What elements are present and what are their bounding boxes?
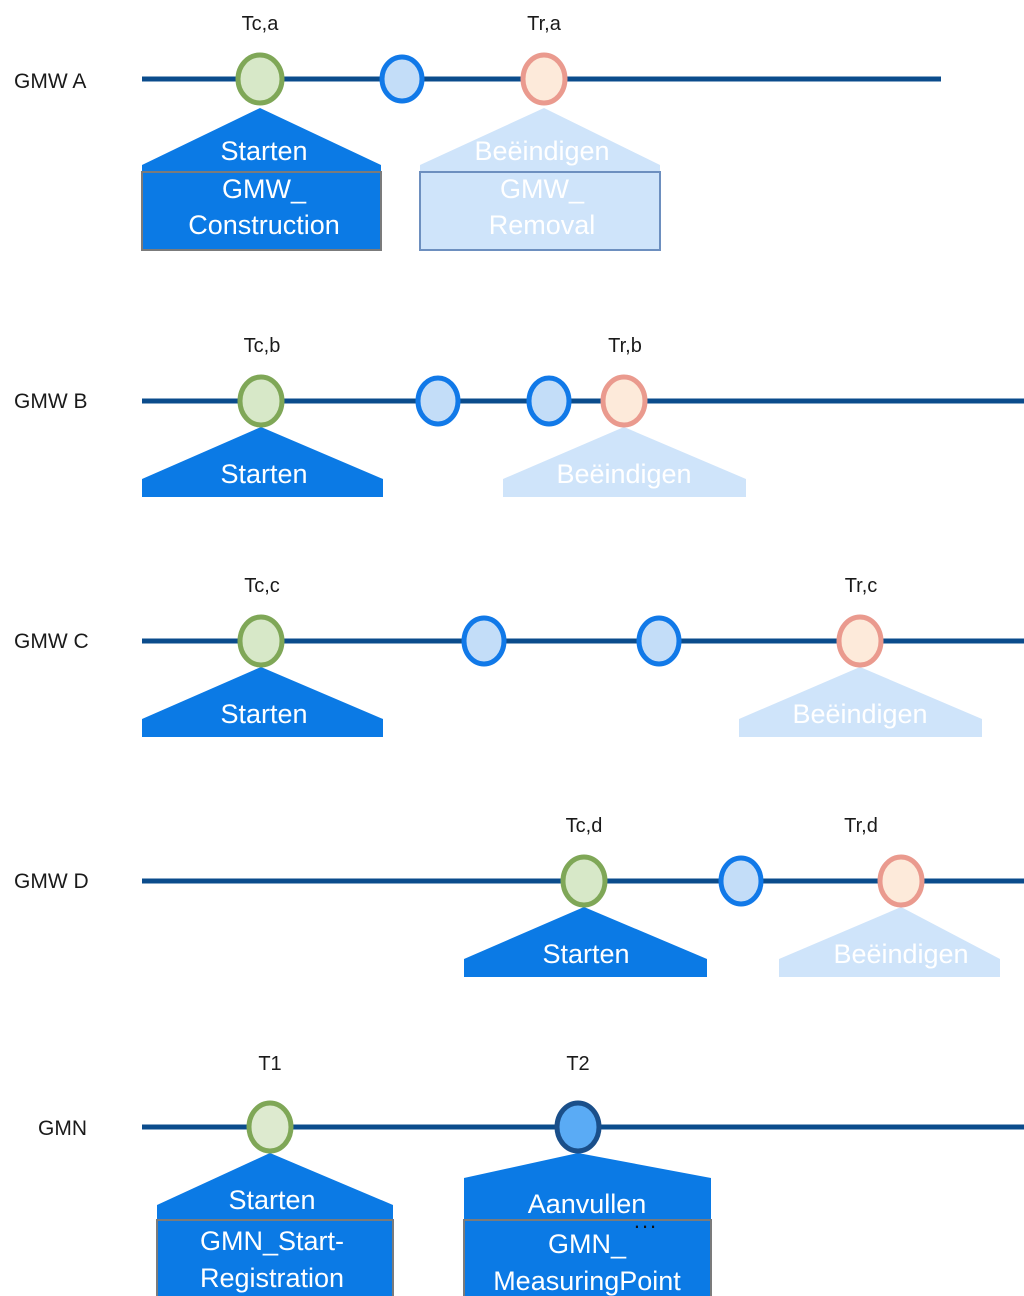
- tick-label-tr-c: Tr,c: [845, 575, 878, 597]
- pentagon-solid: [142, 667, 383, 737]
- event-box: [463, 1219, 712, 1296]
- row-gmw-b: GMW B Tc,b Tr,b Starten Beëindigen: [14, 335, 1024, 497]
- pentagon-light: [779, 907, 1000, 977]
- pentagon-solid: [464, 907, 707, 977]
- event-box: [156, 1219, 394, 1296]
- event-shape-gmn-startregistration[interactable]: Starten GMN_Start- Registration: [156, 1153, 394, 1296]
- tick-label-tr-d: Tr,d: [844, 815, 878, 837]
- marker-salmon-icon[interactable]: [600, 374, 648, 428]
- event-shape-gmw-removal[interactable]: Beëindigen GMW_ Removal: [419, 108, 661, 251]
- marker-blue-icon[interactable]: [461, 615, 507, 667]
- marker-blue-icon[interactable]: [379, 54, 425, 104]
- tick-label-tr-b: Tr,b: [608, 335, 642, 357]
- event-headline: Starten: [220, 136, 307, 166]
- event-shape-gmw-construction[interactable]: Starten GMW_ Construction: [141, 108, 382, 251]
- event-headline: Beëindigen: [792, 699, 927, 729]
- event-headline: Starten: [542, 939, 629, 969]
- event-shape-starten-b[interactable]: Starten: [142, 427, 383, 497]
- event-shape-beeindigen-d[interactable]: Beëindigen: [779, 907, 1000, 977]
- marker-blue-icon[interactable]: [636, 615, 682, 667]
- marker-green-icon[interactable]: [237, 614, 285, 668]
- event-body-line-2: Registration: [200, 1263, 344, 1293]
- marker-navy-icon[interactable]: [554, 1100, 602, 1154]
- pentagon-light: [503, 427, 746, 497]
- pentagon-roof-light: [420, 108, 660, 175]
- event-body-line-2: MeasuringPoint: [493, 1266, 681, 1296]
- marker-green-icon[interactable]: [235, 52, 285, 106]
- event-shape-starten-c[interactable]: Starten: [142, 667, 383, 737]
- pentagon-roof-solid: [142, 108, 381, 175]
- row-label-gmw-a: GMW A: [14, 70, 86, 93]
- marker-green-icon[interactable]: [560, 854, 608, 908]
- marker-blue-icon[interactable]: [415, 375, 461, 427]
- pentagon-roof-solid: [157, 1153, 393, 1222]
- tick-label-tc-b: Tc,b: [244, 335, 281, 357]
- row-gmn: GMN T1 T2 Starten GMN_Start- Registratio…: [38, 1053, 1024, 1296]
- event-body-line-1: GMN_: [548, 1229, 627, 1259]
- tick-label-tc-c: Tc,c: [244, 575, 280, 597]
- tick-label-t2: T2: [566, 1053, 589, 1075]
- event-headline: Starten: [220, 459, 307, 489]
- row-gmw-c: GMW C Tc,c Tr,c Starten Beëindigen: [14, 575, 1024, 737]
- event-box: [141, 171, 382, 251]
- row-gmw-a: GMW A Tc,a Tr,a Starten GMW_ Constructio…: [14, 13, 941, 251]
- pentagon-roof-solid: [464, 1153, 711, 1222]
- event-body-line-2: Removal: [489, 210, 596, 240]
- event-headline: Starten: [220, 699, 307, 729]
- tick-label-tc-d: Tc,d: [566, 815, 603, 837]
- marker-salmon-icon[interactable]: [520, 52, 568, 106]
- event-headline: Beëindigen: [474, 136, 609, 166]
- event-shape-gmn-measuringpoint[interactable]: Aanvullen ... GMN_ MeasuringPoint: [463, 1153, 712, 1296]
- event-shape-starten-d[interactable]: Starten: [464, 907, 707, 977]
- event-body-line-2: Construction: [188, 210, 340, 240]
- marker-green-icon[interactable]: [237, 374, 285, 428]
- event-body-line-1: GMW_: [222, 174, 307, 204]
- pentagon-solid: [142, 427, 383, 497]
- marker-salmon-icon[interactable]: [836, 614, 884, 668]
- marker-blue-icon[interactable]: [526, 375, 572, 427]
- marker-green-icon[interactable]: [246, 1100, 294, 1154]
- tick-label-t1: T1: [258, 1053, 281, 1075]
- marker-salmon-icon[interactable]: [877, 854, 925, 908]
- event-shape-beeindigen-c[interactable]: Beëindigen: [739, 667, 982, 737]
- event-headline: Aanvullen: [528, 1189, 647, 1219]
- event-body-line-1: GMN_Start-: [200, 1226, 344, 1256]
- tick-label-tr-a: Tr,a: [527, 13, 562, 35]
- pentagon-light: [739, 667, 982, 737]
- row-gmw-d: GMW D Tc,d Tr,d Starten Beëindigen: [14, 815, 1024, 977]
- event-headline: Beëindigen: [556, 459, 691, 489]
- event-headline: Starten: [228, 1185, 315, 1215]
- row-label-gmw-d: GMW D: [14, 870, 89, 893]
- tick-label-tc-a: Tc,a: [242, 13, 280, 35]
- event-box: [419, 171, 661, 251]
- row-label-gmw-b: GMW B: [14, 390, 88, 413]
- event-body-line-1: GMW_: [500, 174, 585, 204]
- event-shape-beeindigen-b[interactable]: Beëindigen: [503, 427, 746, 497]
- marker-blue-icon[interactable]: [718, 855, 764, 907]
- event-headline: Beëindigen: [833, 939, 968, 969]
- row-label-gmw-c: GMW C: [14, 630, 89, 653]
- row-label-gmn: GMN: [38, 1117, 87, 1140]
- event-ellipsis-marker: ...: [634, 1208, 658, 1233]
